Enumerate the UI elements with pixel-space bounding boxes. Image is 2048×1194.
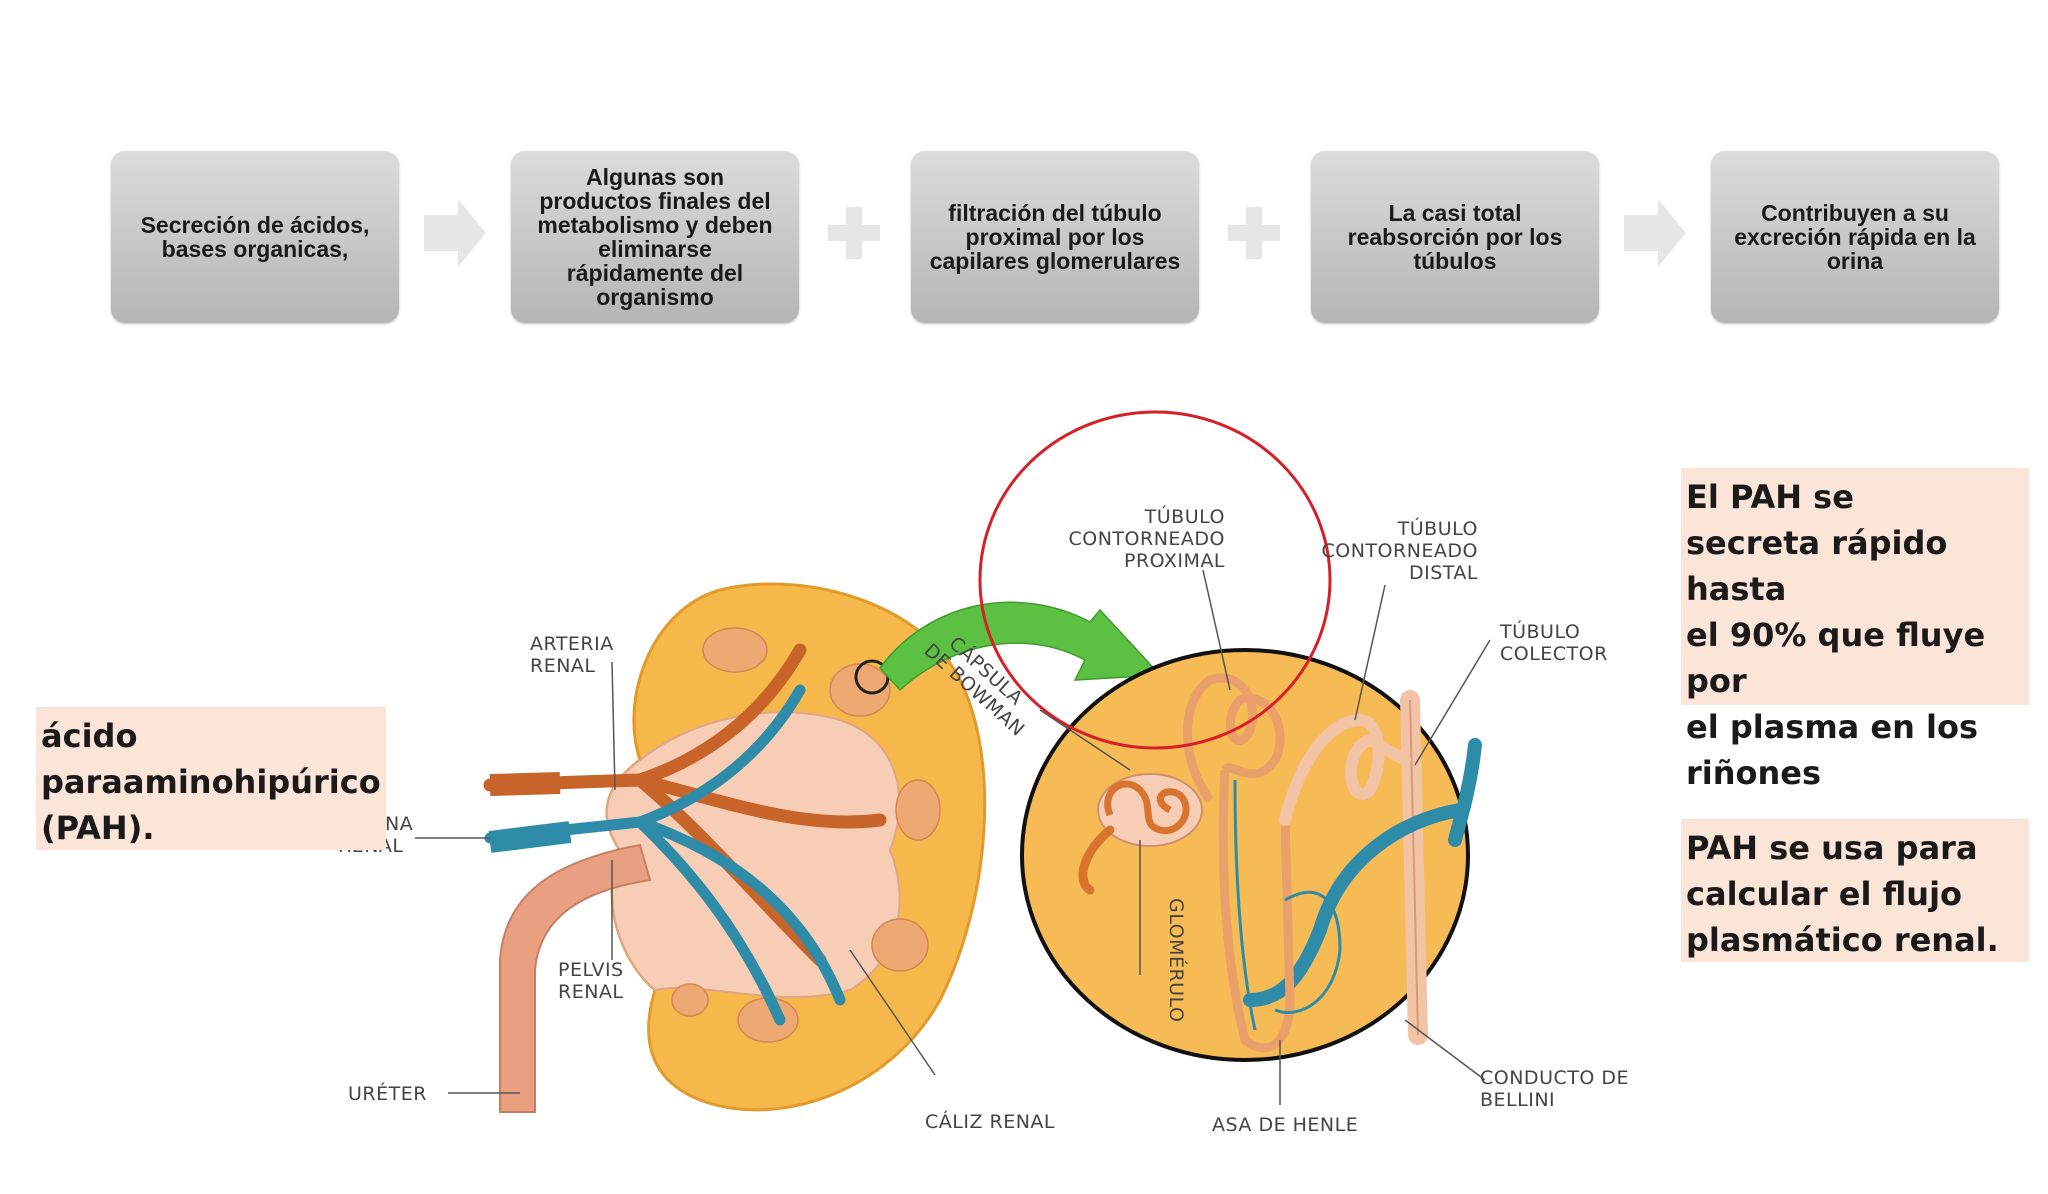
label-asa-henle: ASA DE HENLE <box>1212 1114 1358 1136</box>
flow-box-text: filtración del túbulo proximal por los c… <box>929 200 1181 274</box>
note-line: calcular el flujo <box>1686 875 1963 913</box>
highlight-circle <box>978 410 1332 750</box>
note-line: plasmático renal. <box>1686 921 1999 959</box>
flow-box-1: Secreción de ácidos, bases organicas, <box>111 151 399 323</box>
label-glomerulo: GLOMÉRULO <box>1165 898 1188 1022</box>
note-line: ácido <box>41 717 138 755</box>
flow-box-text: Algunas son productos finales del metabo… <box>537 164 773 310</box>
label-ureter: URÉTER <box>348 1082 427 1105</box>
note-line: el 90% que fluye por <box>1686 616 1986 700</box>
proximal-tubule <box>1183 673 1285 803</box>
flow-box-text: Secreción de ácidos, bases organicas, <box>140 212 370 262</box>
note-pah-secretion: El PAH se secreta rápido hasta el 90% qu… <box>1681 468 2029 792</box>
note-line: (PAH). <box>41 809 155 847</box>
distal-tubule <box>1279 713 1411 826</box>
flow-box-5: Contribuyen a su excreción rápida en la … <box>1711 151 1999 323</box>
arrow-right-icon <box>1624 199 1686 267</box>
note-line: secreta rápido hasta <box>1686 524 1948 608</box>
label-leader-lines <box>415 569 1491 1105</box>
note-pah-name: ácido paraaminohipúrico (PAH). <box>36 707 386 850</box>
renal-vein-trunk <box>488 821 572 853</box>
renal-pyramids <box>671 627 941 1043</box>
note-line: PAH se usa para <box>1686 829 1978 867</box>
note-line: paraaminohipúrico <box>41 763 381 801</box>
note-line: riñones <box>1686 754 1822 792</box>
label-caliz-renal: CÁLIZ RENAL <box>925 1110 1055 1133</box>
flow-box-2: Algunas son productos finales del metabo… <box>511 151 799 323</box>
kidney-illustration <box>483 582 987 1113</box>
note-line: El PAH se <box>1686 478 1854 516</box>
renal-vein <box>484 684 846 1026</box>
nephron-illustration <box>1020 648 1482 1062</box>
note-line: el plasma en los <box>1686 708 1979 746</box>
note-pah-use: PAH se usa para calcular el flujo plasmá… <box>1681 819 2029 962</box>
renal-artery-trunk <box>489 772 561 796</box>
glomerulus-capillaries <box>1104 780 1190 835</box>
flow-box-text: La casi total reabsorción por los túbulo… <box>1347 200 1563 274</box>
flow-box-3: filtración del túbulo proximal por los c… <box>911 151 1199 323</box>
arrow-right-icon <box>424 199 486 267</box>
plus-icon <box>828 207 880 259</box>
ureter-tube <box>499 843 652 1113</box>
plus-icon <box>1228 207 1280 259</box>
flow-box-4: La casi total reabsorción por los túbulo… <box>1311 151 1599 323</box>
loop-of-henle <box>1218 769 1295 1053</box>
flow-box-text: Contribuyen a su excreción rápida en la … <box>1734 200 1976 274</box>
peritubular-vein <box>1243 738 1482 1007</box>
